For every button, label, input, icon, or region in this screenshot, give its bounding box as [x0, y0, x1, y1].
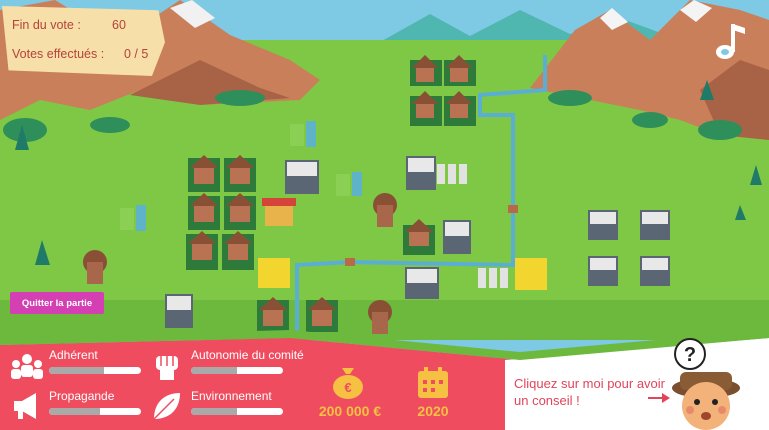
- megaphone-icon: [14, 393, 36, 419]
- stat-bar-propagande: [49, 408, 141, 415]
- quit-game-button[interactable]: Quitter la partie: [10, 292, 104, 314]
- stat-bar-adherent: [49, 367, 141, 374]
- leaf-icon: [153, 393, 180, 420]
- advisor-character[interactable]: ?: [666, 336, 766, 430]
- market-stall: [262, 198, 296, 226]
- votes-done-value: 0 / 5: [124, 47, 149, 61]
- stat-bar-environnement: [191, 408, 283, 415]
- greenhouses: [136, 121, 362, 231]
- question-mark-icon: ?: [684, 344, 696, 366]
- stat-label-propagande: Propagande: [49, 389, 115, 403]
- windmills: [83, 193, 397, 334]
- yellow-buildings: [258, 258, 547, 290]
- vote-end-value: 60: [112, 18, 126, 32]
- money-value: 200 000 €: [318, 403, 382, 419]
- vote-end-label: Fin du vote :: [12, 18, 81, 32]
- people-icon: [11, 354, 43, 379]
- stats-panel: [0, 338, 520, 430]
- votes-done-label: Votes effectués :: [12, 47, 105, 61]
- stat-bar-autonomie: [191, 367, 283, 374]
- houses: [186, 55, 476, 332]
- svg-text:€: €: [344, 380, 351, 395]
- money-bag-icon: €: [333, 368, 363, 399]
- year-value: 2020: [417, 403, 449, 419]
- advice-text[interactable]: Cliquez sur moi pour avoir un conseil !: [514, 376, 666, 408]
- arrow-right-icon: [648, 393, 670, 403]
- stat-label-adherent: Adhérent: [49, 348, 98, 362]
- factories: [165, 156, 670, 328]
- stat-label-environnement: Environnement: [191, 389, 272, 403]
- silos: [437, 164, 508, 288]
- vote-panel: [2, 6, 165, 76]
- calendar-icon: [418, 367, 448, 398]
- music-note-icon[interactable]: [711, 20, 749, 62]
- fist-icon: [156, 356, 178, 380]
- stat-label-autonomie: Autonomie du comité: [191, 348, 304, 362]
